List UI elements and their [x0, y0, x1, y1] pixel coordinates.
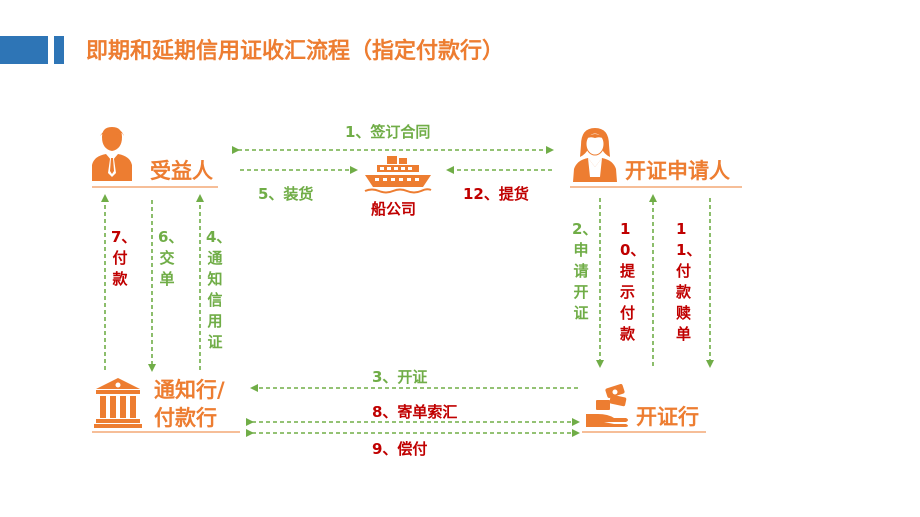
step-11-label: 11、付款赎单 [676, 220, 702, 343]
issuing-bank-label: 开证行 [636, 405, 699, 429]
woman-icon [572, 127, 618, 183]
step-5-label: 5、装货 [258, 185, 314, 203]
beneficiary-label: 受益人 [150, 159, 213, 183]
advising-bank-label: 通知行/付款行 [154, 378, 225, 430]
page-title: 即期和延期信用证收汇流程（指定付款行） [86, 39, 505, 64]
money-hand-icon [586, 383, 630, 428]
step-2-label: 2、申请开证 [572, 220, 598, 322]
step-6-label: 6、交单 [158, 228, 184, 288]
title-accent-bar [0, 36, 48, 64]
bank-building-icon [94, 376, 142, 428]
step-1-label: 1、签订合同 [345, 123, 431, 141]
step-10-label: 10、提示付款 [620, 220, 646, 343]
step-3-label: 3、开证 [372, 368, 428, 386]
step-4-label: 4、通知信用证 [206, 228, 232, 351]
step-8-label: 8、寄单索汇 [372, 403, 458, 421]
ship-icon [363, 154, 433, 194]
applicant-label: 开证申请人 [625, 159, 730, 183]
step-12-label: 12、提货 [463, 185, 529, 203]
shipping-company-label: 船公司 [371, 200, 417, 218]
step-7-label: 7、付款 [111, 228, 137, 288]
businessman-icon [92, 127, 132, 183]
title-accent-bar-small [54, 36, 64, 64]
step-9-label: 9、偿付 [372, 440, 428, 458]
